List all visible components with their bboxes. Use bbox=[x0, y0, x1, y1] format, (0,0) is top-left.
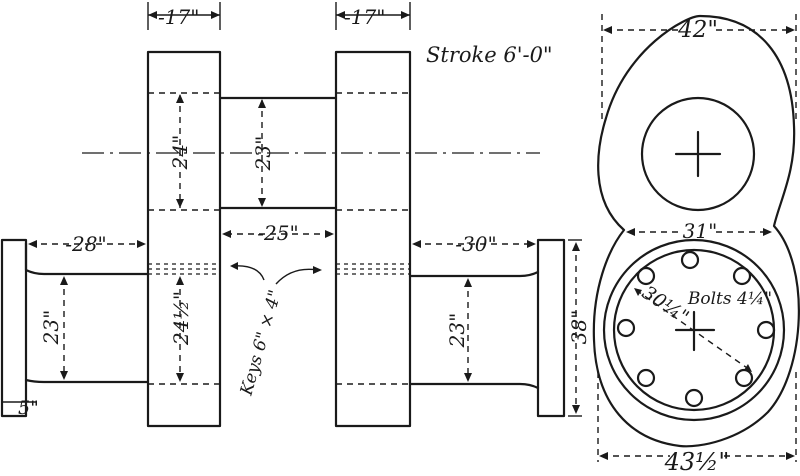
arrowhead bbox=[599, 452, 608, 460]
crank-end-view: 42" 31" 30¼" Bolts 4¼" 43½" bbox=[592, 14, 800, 476]
left-flange bbox=[0, 238, 28, 418]
bolt-hole bbox=[680, 250, 700, 270]
crank-width-top-label: 42" bbox=[677, 17, 718, 43]
crank-hub-width-label: 31" bbox=[683, 219, 718, 243]
bolt-circle-dim bbox=[635, 289, 751, 371]
crank-outline bbox=[592, 14, 800, 448]
bolt-hole bbox=[636, 368, 656, 388]
pin-diameter-label: 23" bbox=[251, 136, 275, 172]
right-shaft bbox=[408, 270, 540, 390]
web-gap-label: -25" bbox=[257, 221, 298, 245]
bolts-label: Bolts 4¼" bbox=[687, 289, 772, 309]
bolt-hole bbox=[756, 320, 776, 340]
right-flange bbox=[536, 238, 566, 418]
bolt-hole bbox=[616, 318, 636, 338]
upper-web-height-label: 24" bbox=[168, 135, 192, 171]
bolt-hole bbox=[636, 266, 656, 286]
arrowhead bbox=[634, 288, 642, 296]
left-shaft-length-label: -28" bbox=[65, 232, 106, 256]
arrowheads bbox=[28, 11, 580, 414]
bolt-circle-label: 30¼" bbox=[638, 282, 693, 329]
bolt-holes bbox=[616, 250, 776, 408]
arrowhead bbox=[603, 26, 612, 34]
side-elevation: Stroke 6'-0" -17" -17" 24" 23" -25" -28"… bbox=[0, 2, 591, 428]
right-crank-web bbox=[334, 50, 412, 428]
bolt-hole bbox=[684, 388, 704, 408]
arrowhead bbox=[786, 452, 795, 460]
web-width-right-label: -17" bbox=[344, 5, 385, 29]
hub-outer-circle bbox=[602, 238, 786, 422]
crank-width-bottom-label: 43½" bbox=[664, 448, 730, 476]
web-width-left-label: -17" bbox=[158, 5, 199, 29]
arrowhead bbox=[744, 364, 752, 372]
right-shaft-diameter-label: 23" bbox=[445, 313, 469, 349]
right-shaft-length-label: -30" bbox=[455, 232, 496, 256]
left-shaft-diameter-label: 23" bbox=[39, 310, 63, 346]
flange-thickness-label: 5" bbox=[18, 397, 39, 419]
crank-pin-circle bbox=[640, 96, 756, 212]
arrowhead bbox=[786, 26, 795, 34]
stroke-label: Stroke 6'-0" bbox=[426, 43, 553, 67]
bolt-hole bbox=[734, 368, 754, 388]
keys-leader bbox=[231, 265, 319, 285]
hub-bore-label: 24½" bbox=[169, 291, 193, 346]
bolt-hole bbox=[732, 266, 752, 286]
left-crank-web bbox=[146, 50, 222, 428]
arrowhead bbox=[763, 228, 772, 236]
keys-label: Keys 6" × 4" bbox=[236, 288, 285, 399]
flange-diameter-label: 38" bbox=[567, 310, 591, 345]
arrowhead bbox=[626, 228, 635, 236]
